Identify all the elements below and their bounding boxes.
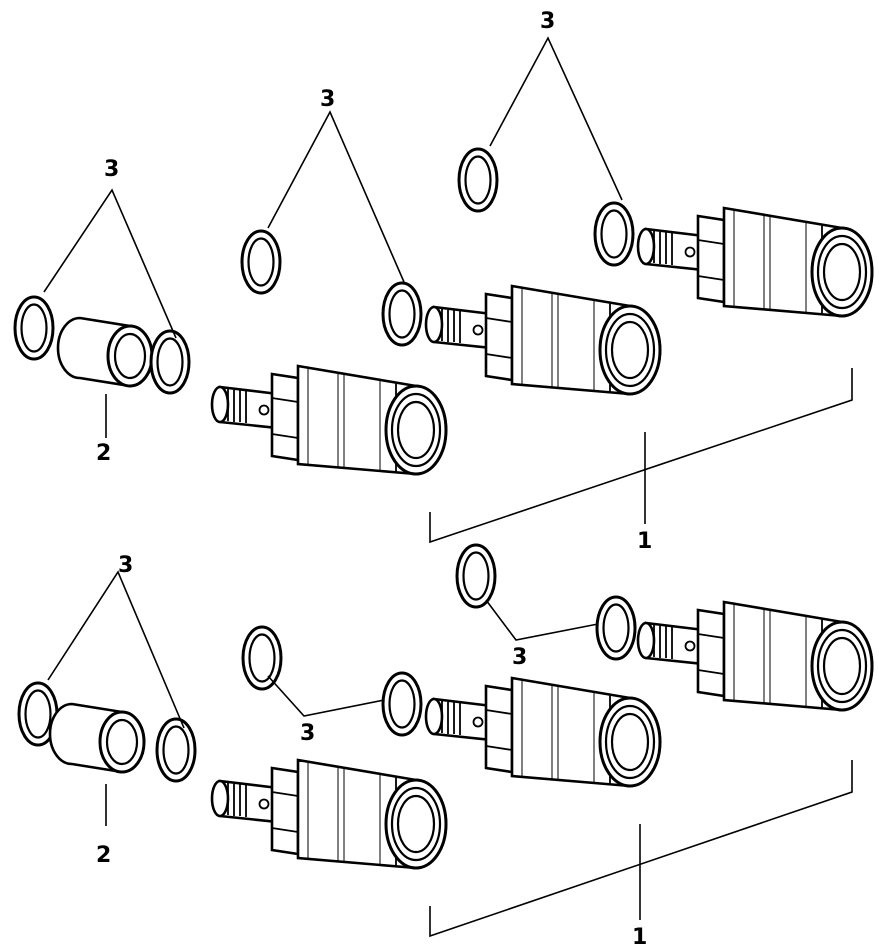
o-ring (595, 595, 637, 661)
callout-1: 1 (637, 529, 652, 554)
fitting (210, 758, 448, 870)
o-ring (455, 543, 497, 609)
spacer-tube (56, 316, 154, 388)
callout-1: 1 (632, 925, 647, 946)
callout-3: 3 (540, 9, 555, 34)
o-ring (241, 625, 283, 691)
fitting (210, 364, 448, 476)
fitting (424, 676, 662, 788)
o-ring (381, 671, 423, 737)
fitting (636, 600, 874, 712)
callout-2: 2 (96, 441, 111, 466)
o-ring (240, 229, 282, 295)
o-ring (149, 329, 191, 395)
o-ring (155, 717, 197, 783)
fitting (636, 206, 874, 318)
callout-3: 3 (104, 157, 119, 182)
o-ring (593, 201, 635, 267)
fitting (424, 284, 662, 396)
callout-3: 3 (300, 721, 315, 746)
o-ring (457, 147, 499, 213)
callout-2: 2 (96, 843, 111, 868)
o-ring (13, 295, 55, 361)
callout-3: 3 (512, 645, 527, 670)
bottom-assembly: 3 2 3 3 1 (17, 543, 874, 946)
callout-3: 3 (320, 87, 335, 112)
callout-3: 3 (118, 553, 133, 578)
top-assembly: 3 2 3 3 1 (13, 9, 874, 554)
spacer-tube (48, 702, 146, 774)
o-ring (381, 281, 423, 347)
